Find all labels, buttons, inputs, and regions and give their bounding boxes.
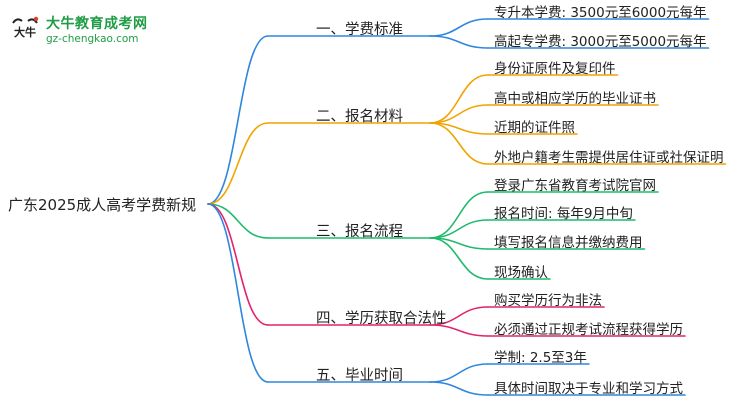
branch-label: 一、学费标准	[316, 22, 403, 38]
leaf-connector	[429, 35, 489, 49]
branch-label: 二、报名材料	[316, 109, 403, 125]
leaf-label: 具体时间取决于专业和学习方式	[494, 381, 683, 397]
leaf-label: 身份证原件及复印件	[494, 61, 616, 77]
branch-label: 四、学历获取合法性	[316, 311, 447, 327]
leaf-connector	[429, 237, 489, 280]
root-connector	[207, 203, 269, 326]
leaf-connector	[429, 381, 489, 396]
leaf-label: 外地户籍考生需提供居住证或社保证明	[494, 150, 724, 166]
root-connector	[207, 203, 269, 383]
leaf-label: 报名时间: 每年9月中旬	[494, 206, 633, 222]
leaf-label: 填写报名信息并缴纳费用	[494, 235, 643, 251]
leaf-connector	[429, 219, 489, 239]
logo-site-domain: gz-chengkao.com	[46, 33, 139, 45]
leaf-label: 高中或相应学历的毕业证书	[494, 91, 656, 107]
branch-label: 三、报名流程	[316, 224, 403, 240]
leaf-connector	[429, 324, 489, 337]
leaf-connector	[429, 74, 489, 124]
leaf-label: 必须通过正规考试流程获得学历	[494, 322, 683, 338]
leaf-label: 近期的证件照	[494, 120, 575, 136]
leaf-connector	[429, 191, 489, 239]
branch-label: 五、毕业时间	[316, 368, 403, 384]
root-connector	[207, 203, 269, 239]
leaf-label: 专升本学费: 3500元至6000元每年	[494, 5, 707, 21]
leaf-label: 购买学历行为非法	[494, 293, 602, 309]
leaf-connector	[429, 104, 489, 124]
leaf-label: 现场确认	[494, 265, 548, 281]
leaf-label: 学制: 2.5至3年	[494, 350, 587, 366]
leaf-connector	[429, 18, 489, 37]
bull-logo-icon: 大牛	[12, 16, 39, 39]
leaf-label: 登录广东省教育考试院官网	[494, 178, 656, 194]
leaf-connector	[429, 122, 489, 165]
root-connector	[207, 35, 269, 205]
logo-mark-text: 大牛	[14, 25, 36, 39]
root-connector	[207, 122, 269, 205]
leaf-label: 高起专学费: 3000元至5000元每年	[494, 34, 707, 50]
mindmap-root: 广东2025成人高考学费新规	[8, 196, 197, 214]
site-logo: 大牛 大牛教育成考网 gz-chengkao.com	[6, 6, 176, 50]
leaf-connector	[429, 363, 489, 383]
logo-site-name: 大牛教育成考网	[46, 16, 148, 32]
